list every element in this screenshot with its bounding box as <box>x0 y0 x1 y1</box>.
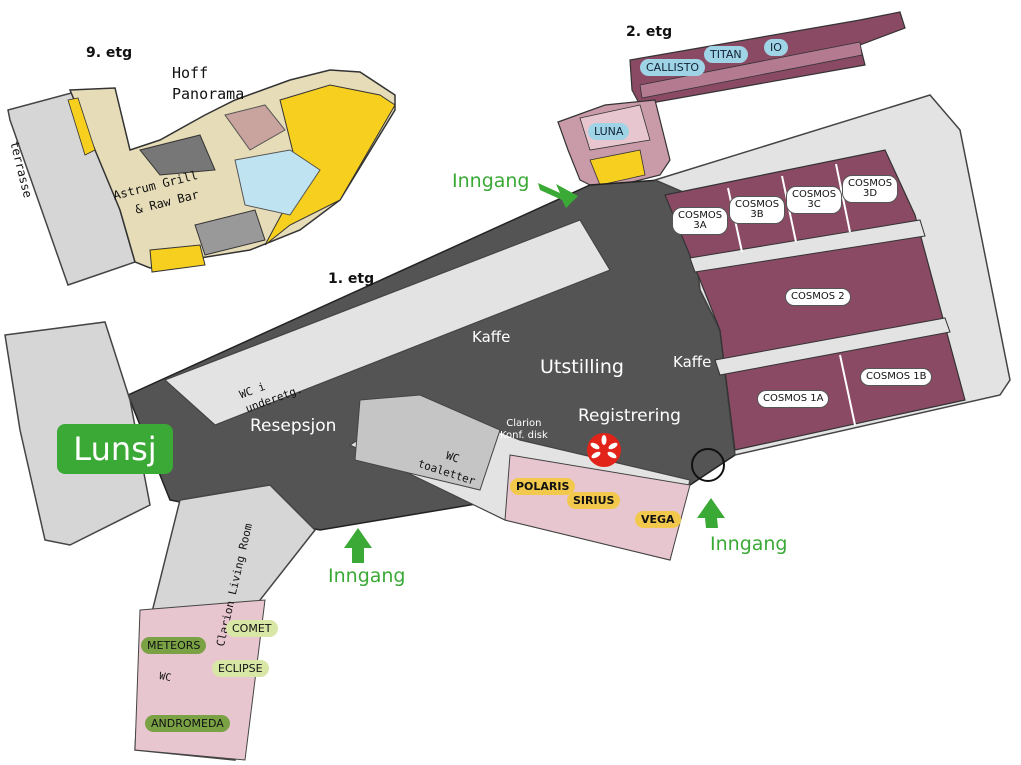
room-io[interactable]: IO <box>764 39 788 56</box>
registration-logo <box>587 433 621 467</box>
room-polaris[interactable]: POLARIS <box>510 478 576 495</box>
room-cosmos-1a[interactable]: COSMOS 1A <box>757 390 830 408</box>
room-meteors[interactable]: METEORS <box>141 637 207 654</box>
ninth-floor-grey-block <box>194 209 266 256</box>
exhibition-label: Utstilling <box>540 356 624 378</box>
ninth-floor-plan <box>7 69 396 286</box>
entrance-label-south-left: Inngang <box>328 565 406 587</box>
room-luna[interactable]: LUNA <box>588 123 630 140</box>
room-cosmos-2[interactable]: COSMOS 2 <box>785 288 851 306</box>
room-vega[interactable]: VEGA <box>635 511 681 528</box>
entrance-arrow-south-right <box>697 498 725 528</box>
room-comet[interactable]: COMET <box>226 620 278 637</box>
entrance-arrow-south-left <box>344 528 372 563</box>
glass-roof <box>234 149 321 216</box>
room-cosmos-1b[interactable]: COSMOS 1B <box>860 368 933 386</box>
second-floor-corridor <box>639 41 863 99</box>
panorama-label: Panorama <box>172 85 245 103</box>
spiral-staircase <box>691 448 725 482</box>
room-sirius[interactable]: SIRIUS <box>567 492 621 509</box>
coffee-label-east: Kaffe <box>673 353 712 371</box>
hoff-label: Hoff <box>172 64 209 82</box>
room-andromeda[interactable]: ANDROMEDA <box>145 715 230 732</box>
panorama-room <box>224 104 286 151</box>
ninth-floor-dark-core <box>139 134 216 176</box>
ninth-floor-yellow-left <box>67 97 96 156</box>
entrance-label-south-right: Inngang <box>710 533 788 555</box>
cosmos-corridor-upper <box>689 219 926 273</box>
cosmos-divider-1a-1b <box>839 354 856 426</box>
room-callisto[interactable]: CALLISTO <box>640 59 706 76</box>
cosmos-corridor-lower <box>714 317 951 376</box>
corridor-north <box>163 219 611 426</box>
entrance-label-north: Inngang <box>452 170 530 192</box>
toilets-block <box>354 394 501 491</box>
entrance-arrows <box>344 183 725 563</box>
first-floor-title: 1. etg <box>328 271 375 287</box>
ninth-floor-yellow-edge <box>149 244 206 273</box>
wc-small-label: WC <box>158 671 173 684</box>
lunch-label[interactable]: Lunsj <box>57 424 173 474</box>
reception-label: Resepsjon <box>250 416 337 436</box>
room-titan[interactable]: TITAN <box>704 46 748 63</box>
coffee-label-center: Kaffe <box>472 328 511 346</box>
entrance-arrow-north <box>538 183 578 208</box>
second-floor-title: 2. etg <box>626 24 673 40</box>
room-eclipse[interactable]: ECLIPSE <box>212 660 269 677</box>
ninth-floor-title: 9. etg <box>86 45 133 61</box>
registration-label: Registrering <box>578 406 681 426</box>
luna-yellow-stair <box>589 149 646 186</box>
